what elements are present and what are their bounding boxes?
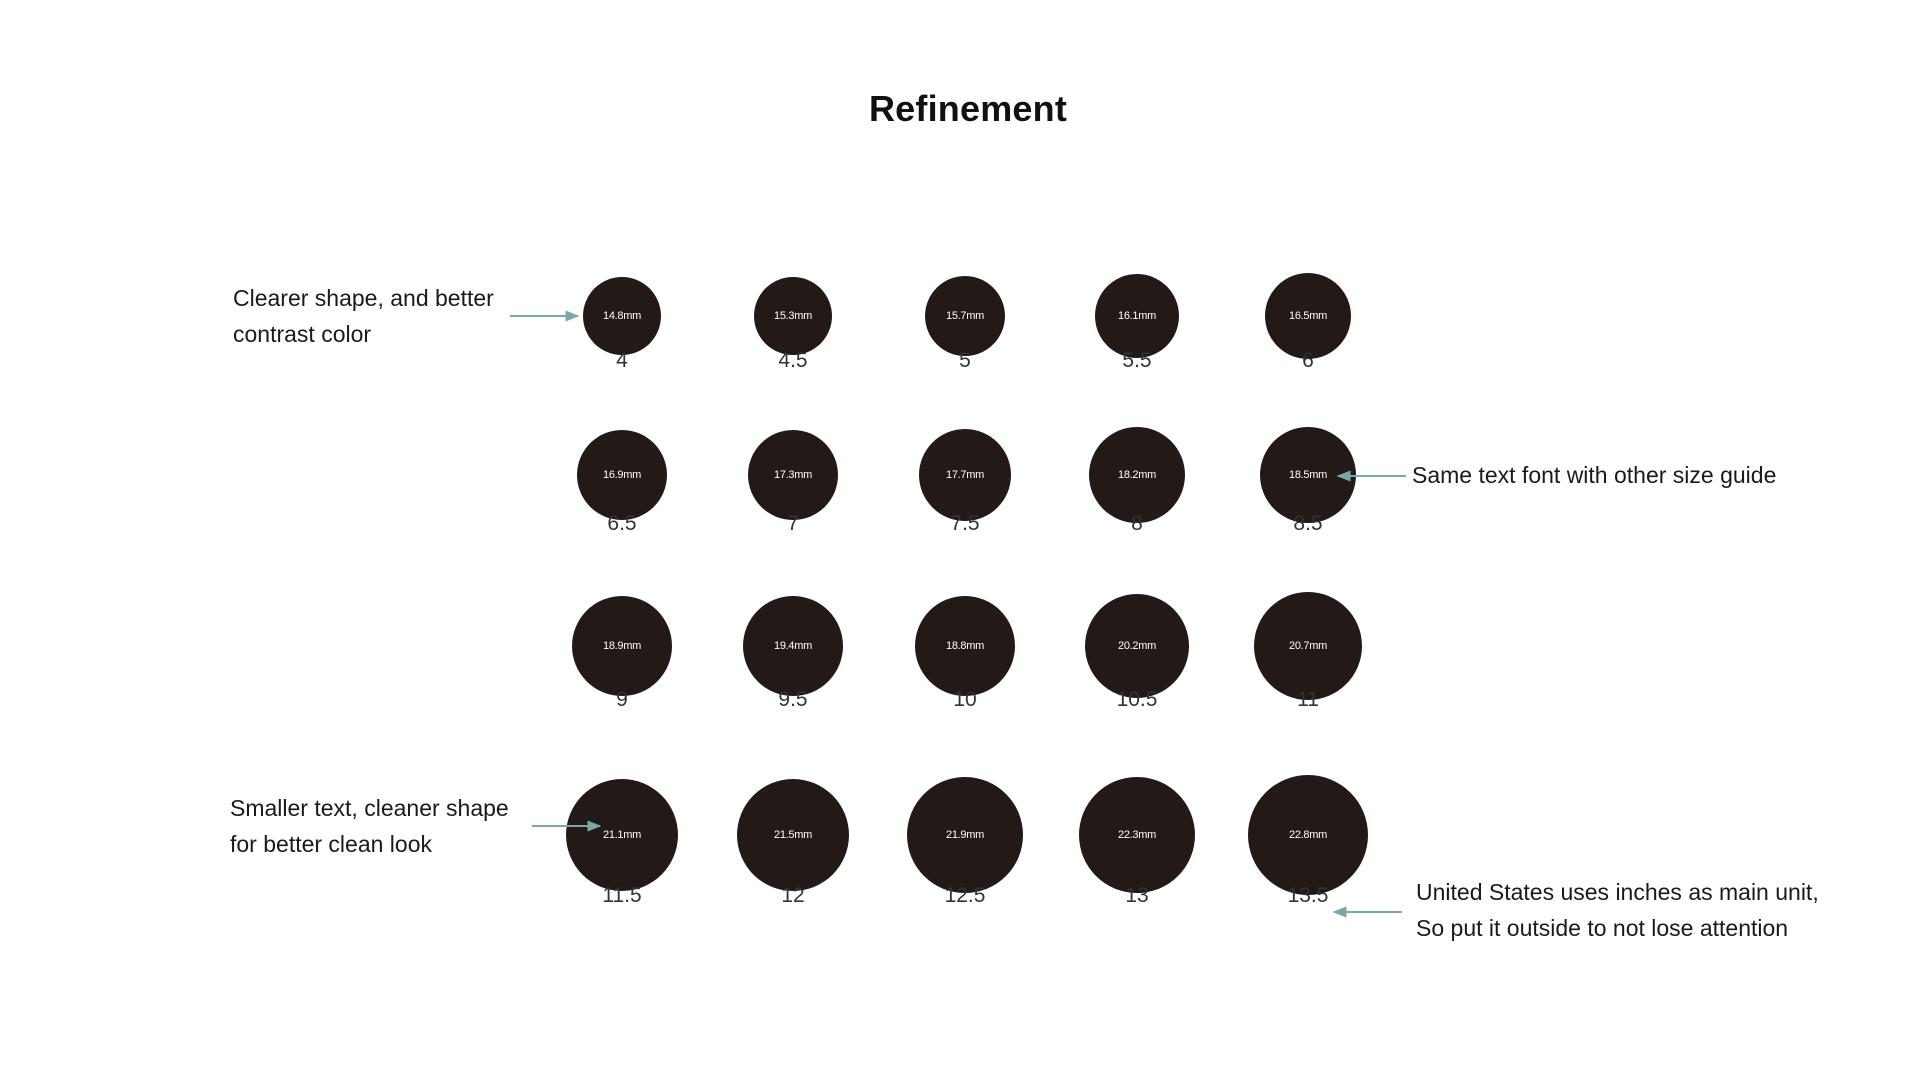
us-size-label: 5.5 bbox=[1122, 349, 1152, 372]
us-size-label: 13.5 bbox=[1287, 884, 1329, 907]
us-size-label: 12 bbox=[781, 884, 805, 907]
ring-size-circle: 18.9mm bbox=[572, 596, 672, 696]
ring-size-circle: 20.2mm bbox=[1085, 594, 1189, 698]
ring-size-mm-label: 17.3mm bbox=[774, 469, 812, 481]
us-size-label: 9.5 bbox=[778, 688, 808, 711]
annotation-shape-contrast-line1: Clearer shape, and better bbox=[233, 285, 494, 311]
ring-size-circle: 18.2mm bbox=[1089, 427, 1185, 523]
us-size-label: 10 bbox=[953, 688, 977, 711]
us-size-label: 8.5 bbox=[1293, 512, 1323, 535]
us-size-label: 10.5 bbox=[1116, 688, 1158, 711]
ring-size-mm-label: 18.8mm bbox=[946, 640, 984, 652]
ring-size-mm-label: 18.2mm bbox=[1118, 469, 1156, 481]
ring-size-circle: 20.7mm bbox=[1254, 592, 1362, 700]
ring-size-mm-label: 15.3mm bbox=[774, 310, 812, 322]
ring-size-mm-label: 21.5mm bbox=[774, 829, 812, 841]
us-size-label: 12.5 bbox=[944, 884, 986, 907]
ring-size-circle: 14.8mm bbox=[583, 277, 661, 355]
us-size-label: 6 bbox=[1302, 349, 1314, 372]
ring-size-mm-label: 22.3mm bbox=[1118, 829, 1156, 841]
ring-size-circle: 21.1mm bbox=[566, 779, 678, 891]
ring-size-circle: 21.5mm bbox=[737, 779, 849, 891]
annotation-font-line1: Same text font with other size guide bbox=[1412, 462, 1777, 488]
ring-size-circle: 17.7mm bbox=[919, 429, 1011, 521]
annotation-shape-contrast-line2: contrast color bbox=[233, 321, 372, 347]
annotation-font: Same text font with other size guide bbox=[1412, 457, 1776, 493]
ring-size-mm-label: 20.2mm bbox=[1118, 640, 1156, 652]
us-size-label: 7 bbox=[787, 512, 799, 535]
us-size-label: 4 bbox=[616, 349, 628, 372]
annotation-shape-contrast: Clearer shape, and better contrast color bbox=[233, 280, 494, 352]
us-size-label: 8 bbox=[1131, 512, 1143, 535]
ring-size-mm-label: 21.9mm bbox=[946, 829, 984, 841]
ring-size-mm-label: 15.7mm bbox=[946, 310, 984, 322]
ring-size-mm-label: 16.5mm bbox=[1289, 310, 1327, 322]
ring-size-circle: 19.4mm bbox=[743, 596, 843, 696]
ring-size-circle: 18.8mm bbox=[915, 596, 1015, 696]
ring-size-circle: 16.9mm bbox=[577, 430, 667, 520]
ring-size-circle: 16.5mm bbox=[1265, 273, 1351, 359]
us-size-label: 13 bbox=[1125, 884, 1149, 907]
annotation-smaller-text: Smaller text, cleaner shape for better c… bbox=[230, 790, 509, 862]
ring-size-circle: 22.3mm bbox=[1079, 777, 1195, 893]
us-size-label: 11 bbox=[1297, 688, 1319, 711]
ring-size-circle: 17.3mm bbox=[748, 430, 838, 520]
ring-size-circle: 15.7mm bbox=[925, 276, 1005, 356]
ring-size-mm-label: 17.7mm bbox=[946, 469, 984, 481]
page-title: Refinement bbox=[868, 88, 1068, 129]
ring-size-mm-label: 20.7mm bbox=[1289, 640, 1327, 652]
ring-size-mm-label: 18.5mm bbox=[1289, 469, 1327, 481]
annotation-inches-line1: United States uses inches as main unit, bbox=[1416, 879, 1819, 905]
ring-size-mm-label: 21.1mm bbox=[603, 829, 641, 841]
ring-size-circle: 16.1mm bbox=[1095, 274, 1179, 358]
ring-size-mm-label: 22.8mm bbox=[1289, 829, 1327, 841]
annotation-smaller-text-line2: for better clean look bbox=[230, 831, 433, 857]
ring-size-mm-label: 19.4mm bbox=[774, 640, 812, 652]
annotation-smaller-text-line1: Smaller text, cleaner shape bbox=[230, 795, 509, 821]
us-size-label: 7.5 bbox=[950, 512, 980, 535]
us-size-label: 11.5 bbox=[602, 884, 642, 907]
ring-size-mm-label: 14.8mm bbox=[603, 310, 641, 322]
us-size-label: 4.5 bbox=[778, 349, 808, 372]
us-size-label: 6.5 bbox=[607, 512, 637, 535]
us-size-label: 9 bbox=[616, 688, 628, 711]
ring-size-circle: 22.8mm bbox=[1248, 775, 1368, 895]
ring-size-mm-label: 16.9mm bbox=[603, 469, 641, 481]
annotation-inches-line2: So put it outside to not lose attention bbox=[1416, 915, 1789, 941]
ring-size-circle: 15.3mm bbox=[754, 277, 832, 355]
ring-size-mm-label: 18.9mm bbox=[603, 640, 641, 652]
ring-size-mm-label: 16.1mm bbox=[1118, 310, 1156, 322]
us-size-label: 5 bbox=[959, 349, 971, 372]
annotation-inches: United States uses inches as main unit, … bbox=[1416, 874, 1819, 946]
ring-size-circle: 21.9mm bbox=[907, 777, 1023, 893]
